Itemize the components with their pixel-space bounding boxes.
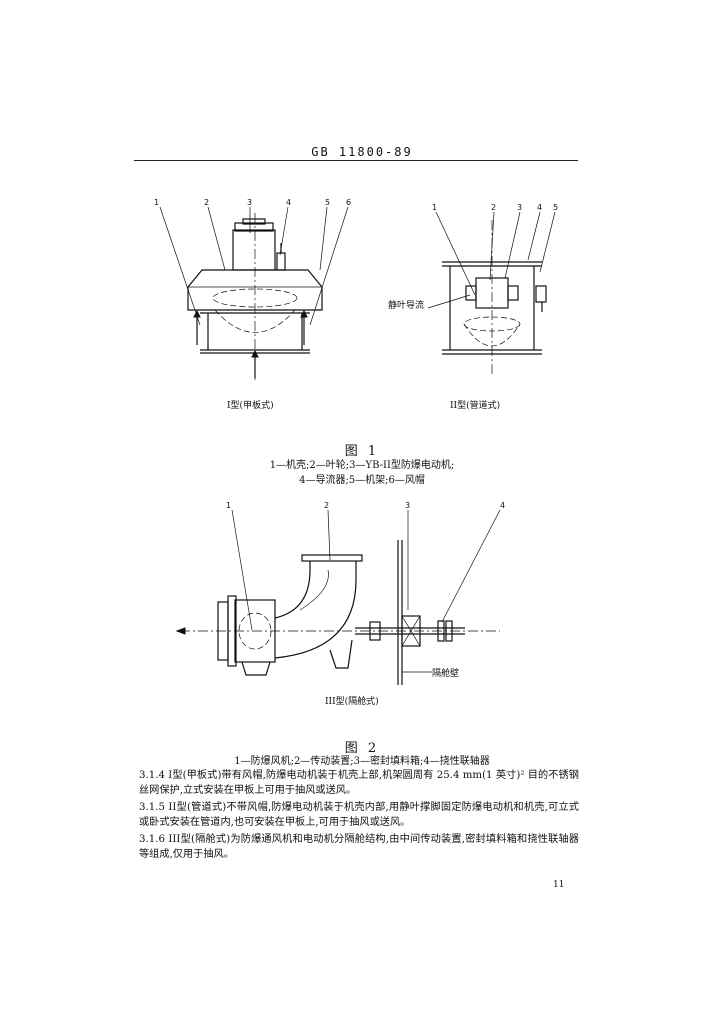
fig2-callout-2: 2 xyxy=(324,501,329,510)
fig1-right-callout-5: 5 xyxy=(553,203,558,212)
fig1-right-callout-3: 3 xyxy=(517,203,522,212)
fig1-left-callout-4: 4 xyxy=(286,198,291,207)
figure1-caption-line1: 1—机壳;2—叶轮;3—YB-II型防爆电动机; xyxy=(269,460,455,471)
fig1-right-callout-4: 4 xyxy=(537,203,542,212)
fig1-right-callout-1: 1 xyxy=(432,203,437,212)
figure1-type-i-label: I型(甲板式) xyxy=(227,401,274,411)
fig1-left-callout-1: 1 xyxy=(154,198,159,207)
paragraph-3-1-4: 3.1.4 I型(甲板式)带有风帽,防爆电动机装于机壳上部,机架圆周有 25.4… xyxy=(139,770,579,796)
fig1-left-callout-6: 6 xyxy=(346,198,351,207)
figure1-type-i-drawing: 1 2 3 4 5 6 xyxy=(154,198,351,380)
paragraph-3-1-5: 3.1.5 II型(管道式)不带风帽,防爆电动机装于机壳内部,用静叶撑脚固定防爆… xyxy=(139,802,579,828)
page-number: 11 xyxy=(553,880,565,890)
figure1-title: 图 1 xyxy=(344,444,380,459)
fig2-callout-4: 4 xyxy=(500,501,505,510)
figure2-caption: 1—防爆风机;2—传动装置;3—密封填料箱;4—挠性联轴器 xyxy=(234,756,490,767)
fig1-left-callout-3: 3 xyxy=(247,198,252,207)
figure1-stator-vane-note: 静叶导流 xyxy=(388,301,425,311)
figure1-caption-line2: 4—导流器;5—机架;6—风帽 xyxy=(299,475,425,486)
figure2-title: 图 2 xyxy=(344,741,380,756)
header-rule xyxy=(134,160,578,161)
paragraph-3-1-6: 3.1.6 III型(隔舱式)为防爆通风机和电动机分隔舱结构,由中间传动装置,密… xyxy=(139,834,579,860)
figure2-type-iii-drawing: 1 2 3 4 xyxy=(175,501,505,685)
figure2-bulkhead-note: 隔舱壁 xyxy=(432,669,460,679)
figure1-type-ii-drawing: 1 2 3 4 5 xyxy=(427,203,558,375)
fig2-callout-1: 1 xyxy=(226,501,231,510)
standard-code-header: GB 11800-89 xyxy=(311,145,413,159)
figure2-type-iii-label: III型(隔舱式) xyxy=(325,697,379,707)
fig1-left-callout-2: 2 xyxy=(204,198,209,207)
fig1-right-callout-2: 2 xyxy=(491,203,496,212)
fig1-left-callout-5: 5 xyxy=(325,198,330,207)
figure1-type-ii-label: II型(管道式) xyxy=(450,401,501,411)
fig2-callout-3: 3 xyxy=(405,501,410,510)
